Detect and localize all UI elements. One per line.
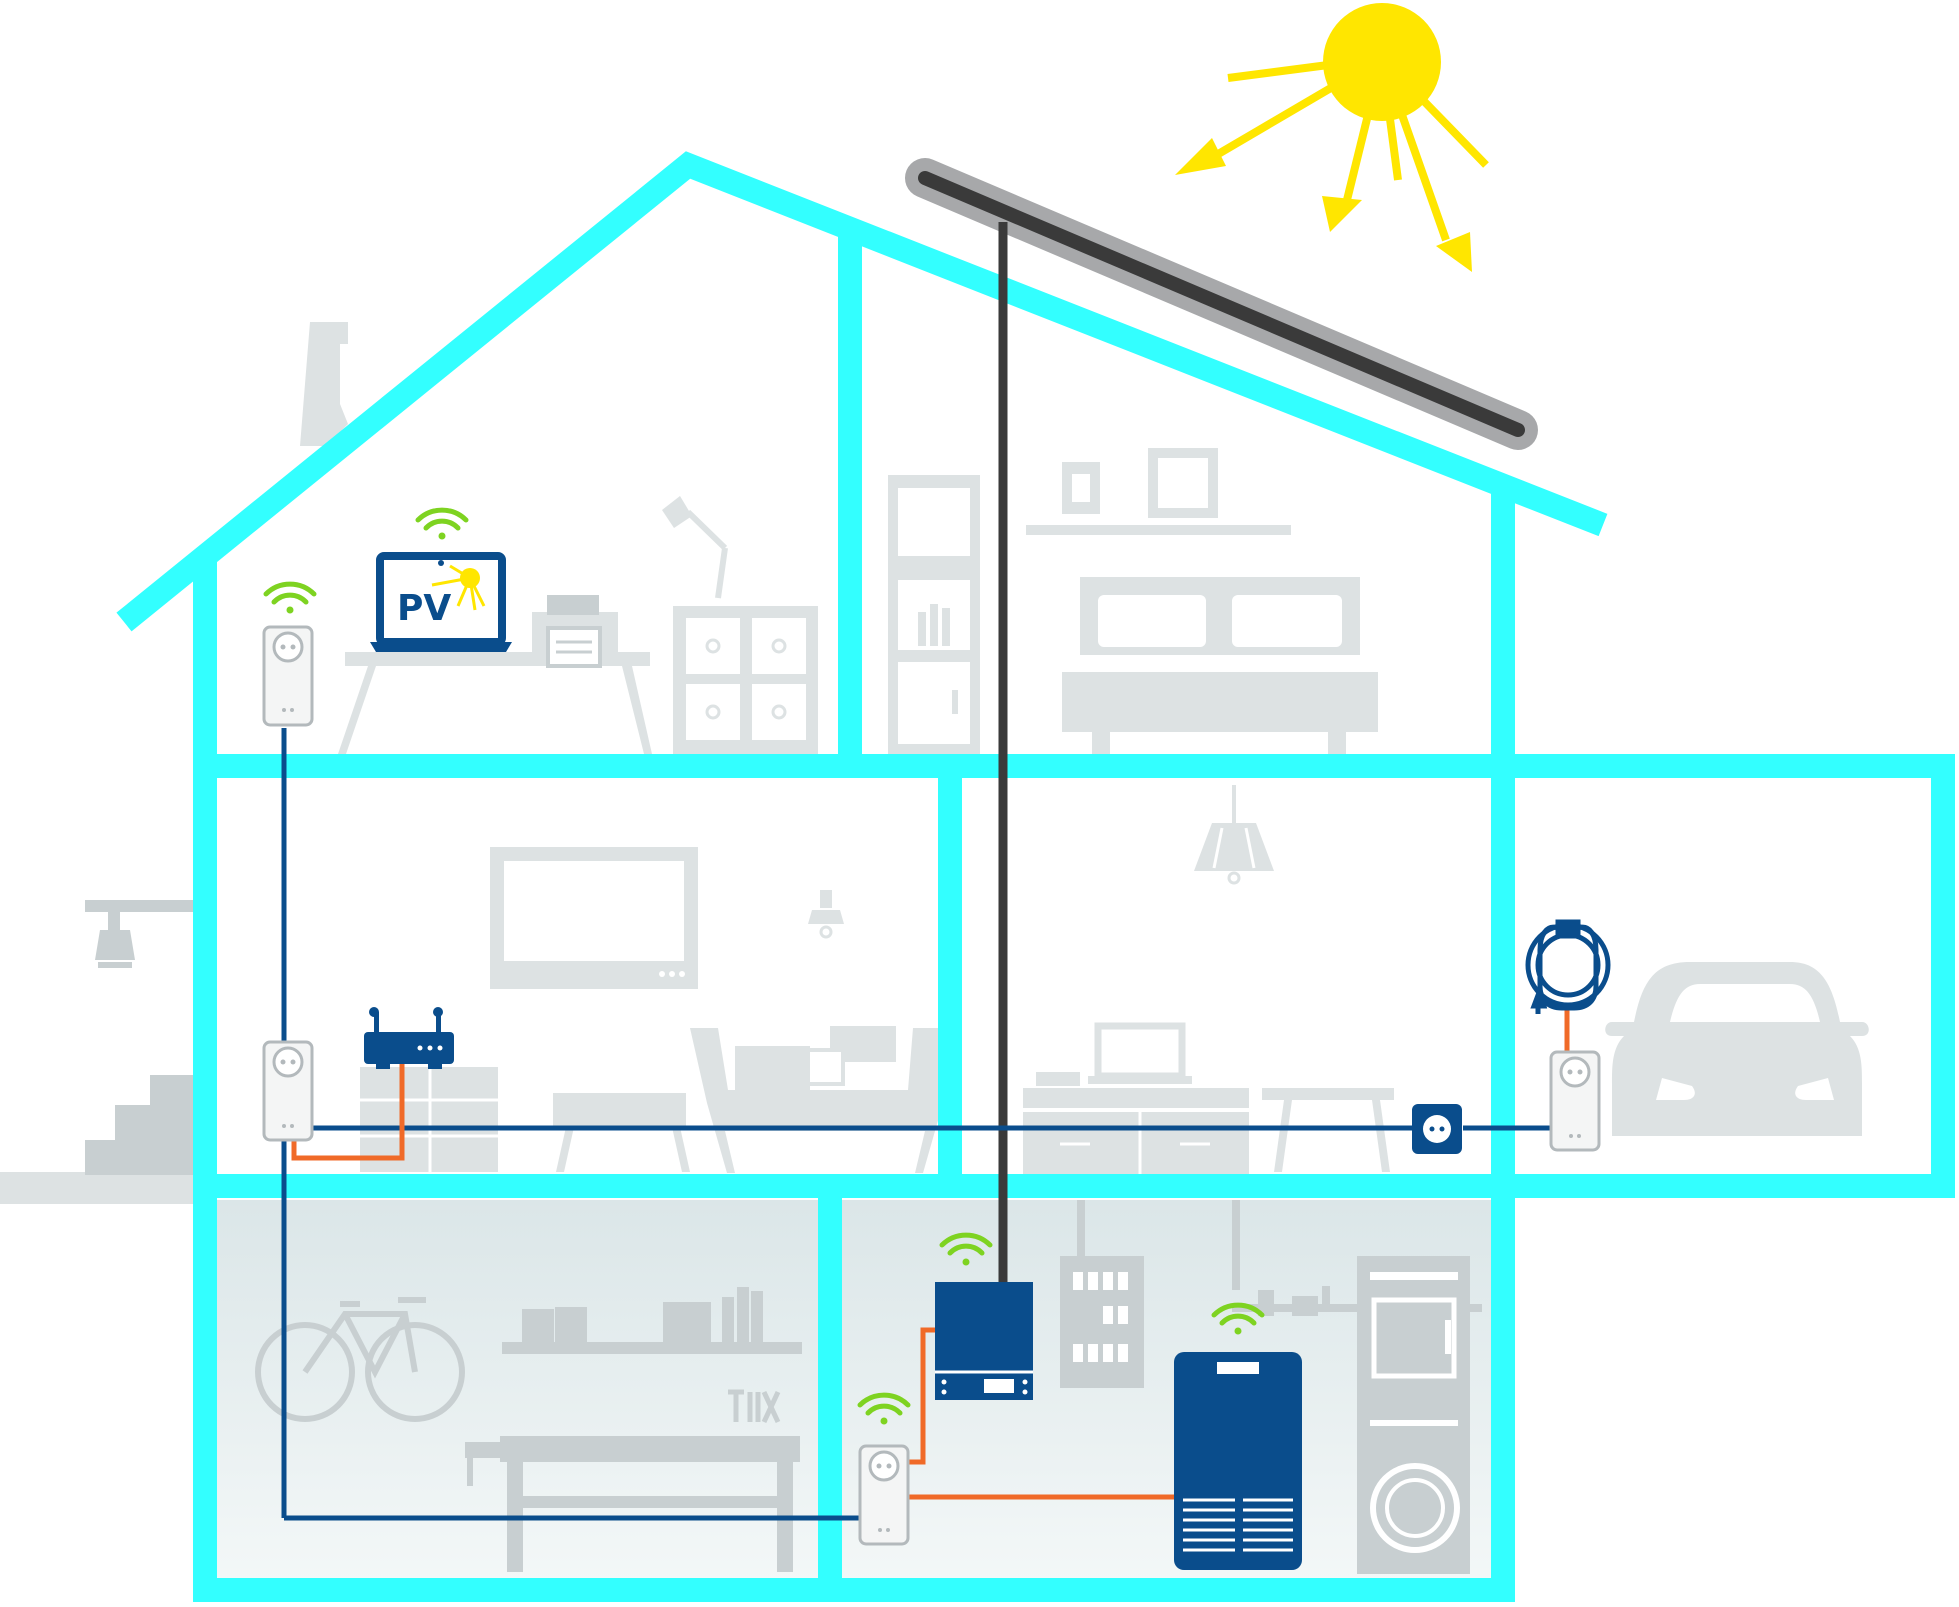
router-icon — [364, 1007, 454, 1069]
ground-outside — [0, 1172, 205, 1204]
wifi-icon — [857, 1392, 911, 1425]
powerline-adapter-icon — [858, 1444, 910, 1546]
bookshelf-icon — [888, 475, 980, 755]
inverter-icon — [935, 1282, 1033, 1400]
tv-icon — [490, 847, 698, 989]
outdoor-lamp-icon — [85, 900, 195, 968]
sofa-icon — [690, 1026, 943, 1173]
laptop-pv-label: PV — [397, 588, 451, 629]
bed-icon — [1062, 577, 1378, 754]
lowboard-icon — [1023, 1072, 1249, 1174]
ceiling-lamp-small-icon — [808, 890, 844, 939]
sun-icon — [1175, 3, 1489, 272]
wifi-icon — [415, 507, 469, 540]
powerline-adapter-icon — [262, 1040, 314, 1142]
laptop-pv-monitoring-icon: PV — [370, 552, 512, 652]
basement-background — [205, 1200, 1500, 1590]
bicycle-icon — [255, 1297, 465, 1422]
wall-shelf-icon — [1026, 448, 1291, 535]
wifi-icon — [939, 1232, 993, 1266]
pendant-lamp-icon — [1194, 785, 1274, 885]
ethernet-cabling — [291, 1010, 1570, 1500]
wallbox-charger-icon — [1525, 919, 1611, 1014]
desk-lamp-icon — [662, 496, 728, 599]
laptop-icon — [1088, 1022, 1192, 1084]
wifi-icon — [1211, 1302, 1265, 1335]
drawer-cabinet-icon — [673, 606, 818, 754]
powerline-cabling — [281, 728, 1553, 1521]
side-table-icon — [1262, 1088, 1394, 1172]
home-battery-icon — [1174, 1352, 1302, 1570]
wifi-icon — [263, 581, 317, 614]
printer-icon — [532, 595, 618, 668]
chimney-icon — [300, 322, 348, 446]
meter-cabinet-icon — [1060, 1200, 1240, 1388]
stairs-icon — [85, 1075, 195, 1175]
car-icon — [1605, 962, 1869, 1136]
desk-icon — [338, 652, 652, 754]
sideboard-icon — [360, 1067, 498, 1172]
house-frame — [116, 151, 1955, 1602]
tools-icon — [728, 1389, 781, 1424]
coffee-table-icon — [553, 1093, 690, 1172]
storage-shelf-icon — [502, 1287, 802, 1354]
wall-socket-icon — [1412, 1104, 1462, 1154]
solar-panel-icon — [905, 158, 1538, 450]
powerline-adapter-icon — [262, 625, 314, 727]
washer-dryer-icon — [1357, 1256, 1470, 1574]
powerline-adapter-icon — [1549, 1050, 1601, 1152]
